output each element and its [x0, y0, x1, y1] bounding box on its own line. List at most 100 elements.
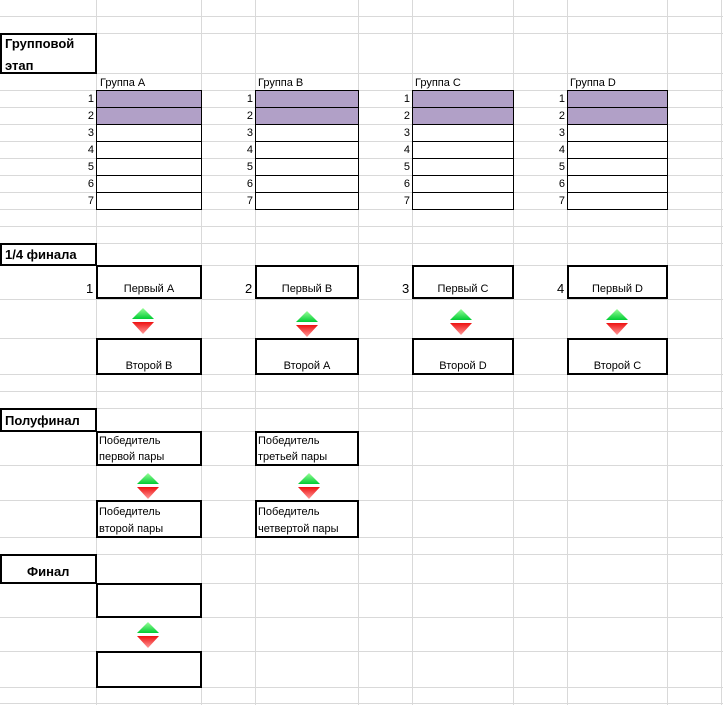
quarterfinal-1-bottom-slot[interactable]: Второй B	[96, 338, 202, 375]
row-number: 1	[403, 93, 410, 105]
quarterfinal-2-bottom-slot[interactable]: Второй A	[255, 338, 359, 375]
up-down-triangle-icon	[606, 309, 628, 335]
gridline	[0, 158, 723, 159]
gridline	[721, 0, 722, 705]
row-number: 6	[403, 178, 410, 190]
gridline	[0, 687, 723, 688]
row-number: 3	[87, 127, 94, 139]
gridline	[0, 33, 723, 34]
group-a-slot-6[interactable]	[96, 175, 202, 193]
row-number: 6	[558, 178, 565, 190]
semifinal-2-top-slot[interactable]: Победитель третьей пары	[255, 431, 359, 466]
up-down-triangle-icon	[137, 622, 159, 648]
row-number: 7	[87, 195, 94, 207]
group-c-slot-2[interactable]	[412, 107, 514, 125]
group-b-slot-4[interactable]	[255, 141, 359, 159]
final-top-slot[interactable]	[96, 583, 202, 618]
quarterfinal-4-bottom-slot[interactable]: Второй C	[567, 338, 668, 375]
gridline	[0, 141, 723, 142]
gridline	[0, 73, 723, 74]
quarterfinal-number: 3	[402, 281, 410, 296]
quarterfinal-number: 1	[86, 281, 94, 296]
quarterfinal-3-top-slot[interactable]: Первый C	[412, 265, 514, 299]
final-heading-box[interactable]: Финал	[0, 554, 97, 584]
group-stage-title: Групповой этап	[5, 36, 75, 73]
gridline	[0, 431, 723, 432]
row-number: 2	[246, 110, 253, 122]
row-number: 1	[558, 93, 565, 105]
group-b-slot-5[interactable]	[255, 158, 359, 176]
group-a-slot-2[interactable]	[96, 107, 202, 125]
group-b-slot-3[interactable]	[255, 124, 359, 142]
gridline	[0, 243, 723, 244]
group-c-slot-1[interactable]	[412, 90, 514, 108]
slot-label-line1: Победитель	[258, 435, 320, 447]
group-a-slot-3[interactable]	[96, 124, 202, 142]
group-c-label: Группа C	[415, 77, 461, 89]
slot-label: Второй A	[283, 360, 331, 372]
group-c-slot-7[interactable]	[412, 192, 514, 210]
quarterfinal-2-top-slot[interactable]: Первый B	[255, 265, 359, 299]
group-a-slot-1[interactable]	[96, 90, 202, 108]
slot-label: Первый B	[281, 283, 333, 295]
group-b-slot-6[interactable]	[255, 175, 359, 193]
row-number: 3	[246, 127, 253, 139]
row-number: 2	[403, 110, 410, 122]
group-d-slot-6[interactable]	[567, 175, 668, 193]
group-a-slot-5[interactable]	[96, 158, 202, 176]
slot-label: Первый A	[123, 283, 175, 295]
row-number: 4	[558, 144, 565, 156]
gridline	[0, 391, 723, 392]
up-down-triangle-icon	[137, 473, 159, 499]
gridline	[0, 209, 723, 210]
group-b-slot-7[interactable]	[255, 192, 359, 210]
group-d-slot-3[interactable]	[567, 124, 668, 142]
gridline	[0, 465, 723, 466]
final-title: Финал	[27, 564, 70, 579]
gridline	[0, 175, 723, 176]
group-c-slot-3[interactable]	[412, 124, 514, 142]
slot-label: Первый D	[591, 283, 644, 295]
gridline	[0, 617, 723, 618]
quarterfinal-4-top-slot[interactable]: Первый D	[567, 265, 668, 299]
semifinal-heading-box[interactable]: Полуфинал	[0, 408, 97, 432]
semifinal-2-bottom-slot[interactable]: Победитель четвертой пары	[255, 500, 359, 538]
group-c-slot-4[interactable]	[412, 141, 514, 159]
gridline	[0, 703, 723, 704]
slot-label: Первый C	[437, 283, 489, 295]
group-b-slot-2[interactable]	[255, 107, 359, 125]
quarterfinal-heading-box[interactable]: 1/4 финала	[0, 243, 97, 266]
gridline	[0, 583, 723, 584]
quarterfinal-3-bottom-slot[interactable]: Второй D	[412, 338, 514, 375]
semifinal-1-bottom-slot[interactable]: Победитель второй пары	[96, 500, 202, 538]
group-d-slot-7[interactable]	[567, 192, 668, 210]
group-a-slot-4[interactable]	[96, 141, 202, 159]
quarterfinal-1-top-slot[interactable]: Первый A	[96, 265, 202, 299]
semifinal-1-top-slot[interactable]: Победитель первой пары	[96, 431, 202, 466]
gridline	[0, 124, 723, 125]
group-c-slot-5[interactable]	[412, 158, 514, 176]
gridline	[0, 408, 723, 409]
group-d-slot-2[interactable]	[567, 107, 668, 125]
group-a-slot-7[interactable]	[96, 192, 202, 210]
group-c-slot-6[interactable]	[412, 175, 514, 193]
quarterfinal-number: 2	[245, 281, 253, 296]
group-stage-heading-box[interactable]: Групповой этап	[0, 33, 97, 74]
group-b-label: Группа B	[258, 77, 304, 89]
row-number: 2	[558, 110, 565, 122]
slot-label-line2: второй пары	[99, 523, 164, 535]
slot-label: Второй D	[439, 360, 487, 372]
row-number: 5	[87, 161, 94, 173]
final-bottom-slot[interactable]	[96, 651, 202, 688]
slot-label-line1: Победитель	[258, 506, 320, 518]
gridline	[0, 16, 723, 17]
slot-label-line2: первой пары	[99, 451, 165, 463]
group-b-slot-1[interactable]	[255, 90, 359, 108]
row-number: 3	[403, 127, 410, 139]
group-d-slot-1[interactable]	[567, 90, 668, 108]
row-number: 4	[246, 144, 253, 156]
row-number: 2	[87, 110, 94, 122]
group-d-slot-5[interactable]	[567, 158, 668, 176]
group-d-slot-4[interactable]	[567, 141, 668, 159]
